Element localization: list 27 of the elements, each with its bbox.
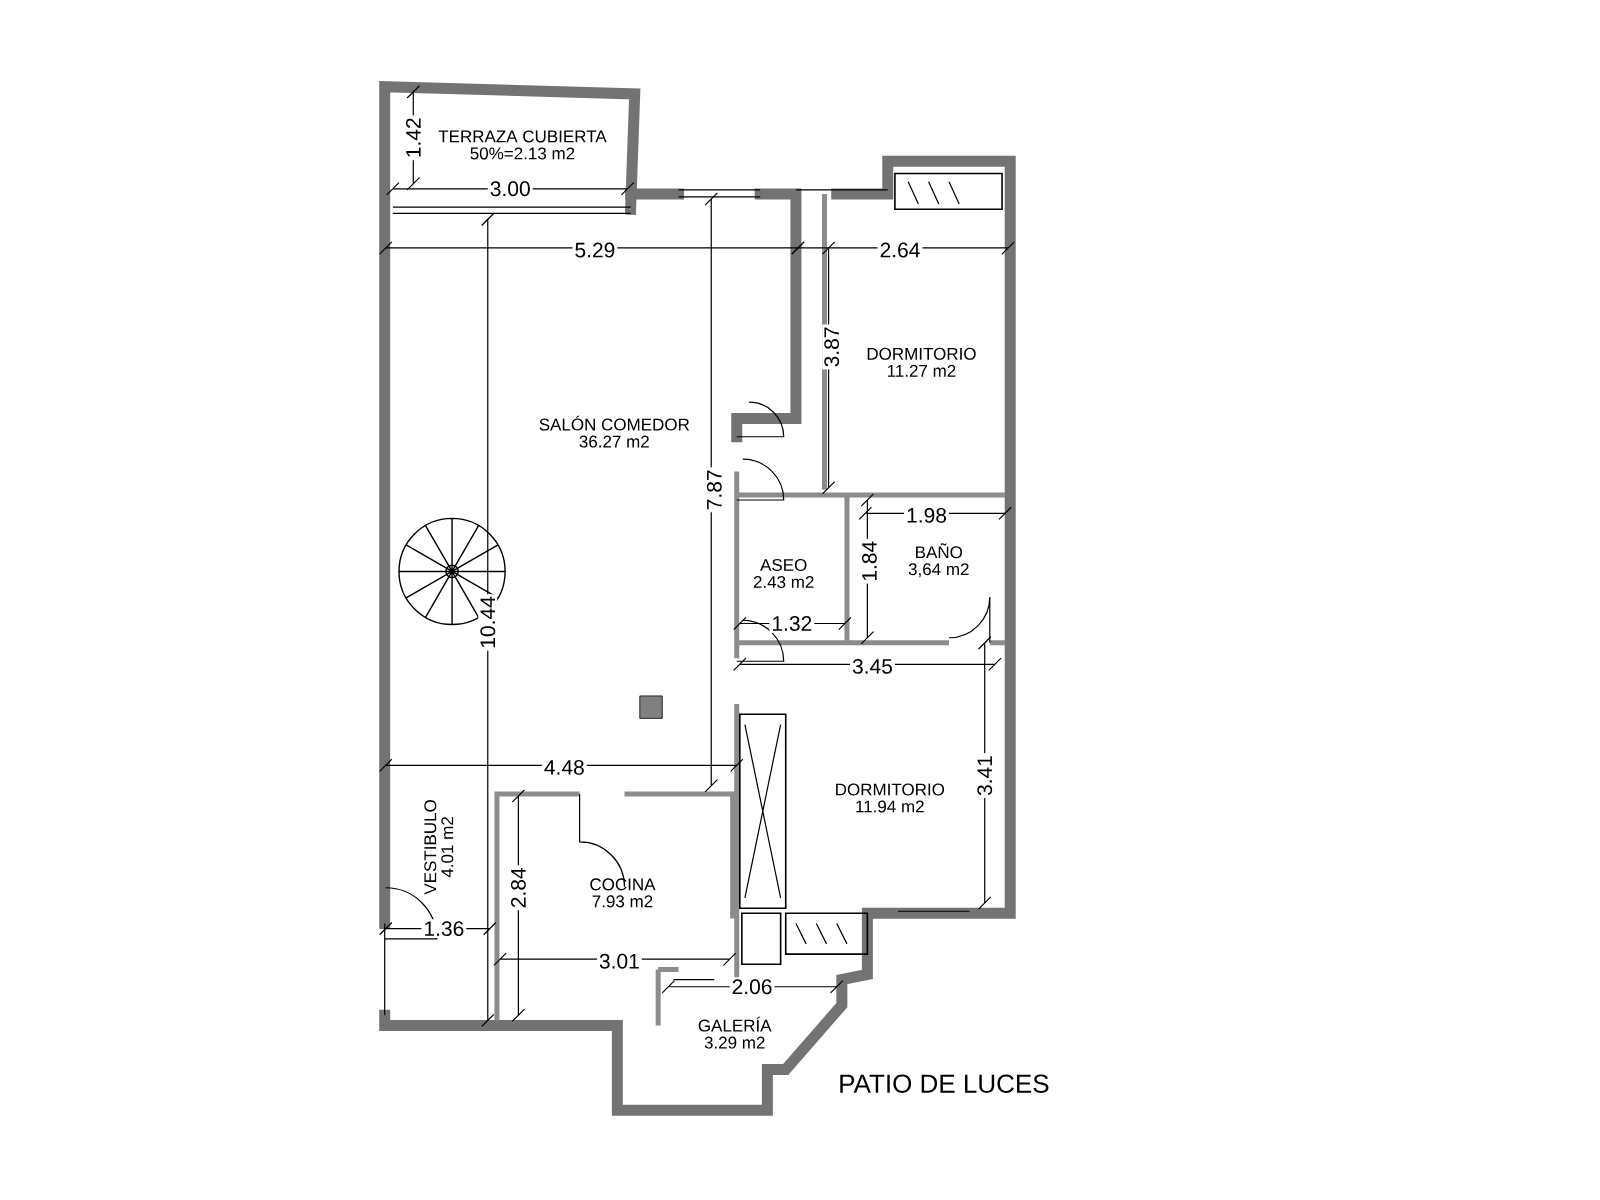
room-label: DORMITORIO 11.94 m2: [836, 783, 945, 813]
dimension-text: 2.06: [729, 977, 775, 997]
room-label: BAÑO 3,64 m2: [908, 543, 969, 578]
room-label: GALERÍA 3.29 m2: [698, 1016, 772, 1049]
dimension-text: 5.29: [572, 240, 618, 260]
dimension-text: 1.36: [421, 919, 467, 938]
dimension-text: 3.41: [975, 753, 995, 798]
dimension-text: 2.84: [508, 865, 528, 911]
dimension-text: 1.98: [904, 505, 949, 525]
dimension-text: 3.45: [850, 656, 895, 676]
dimension-text: 1.32: [769, 614, 815, 633]
dimension-text: 4.48: [541, 757, 587, 777]
room-label: ASEO 2.43 m2: [753, 559, 814, 588]
dimension-text: 1.84: [859, 538, 879, 584]
dimension-text: 1.42: [403, 115, 423, 161]
room-label: SALÓN COMEDOR 36.27 m2: [539, 415, 690, 448]
room-label: TERRAZA CUBIERTA 50%=2.13 m2: [438, 130, 607, 160]
room-label: DORMITORIO 11.27 m2: [867, 347, 976, 377]
dimension-text: 10.44: [478, 594, 498, 651]
dimension-text: 3.00: [487, 179, 533, 199]
dimension-text: 7.87: [704, 467, 724, 513]
room-label: COCINA 7.93 m2: [590, 878, 656, 908]
area-label: PATIO DE LUCES: [840, 1074, 1049, 1093]
room-label: VESTIBULO 4.01 m2: [424, 800, 454, 895]
dimension-text: 3.87: [822, 324, 842, 370]
dimension-text: 2.64: [877, 240, 923, 260]
dimension-text: 3.01: [596, 951, 642, 971]
